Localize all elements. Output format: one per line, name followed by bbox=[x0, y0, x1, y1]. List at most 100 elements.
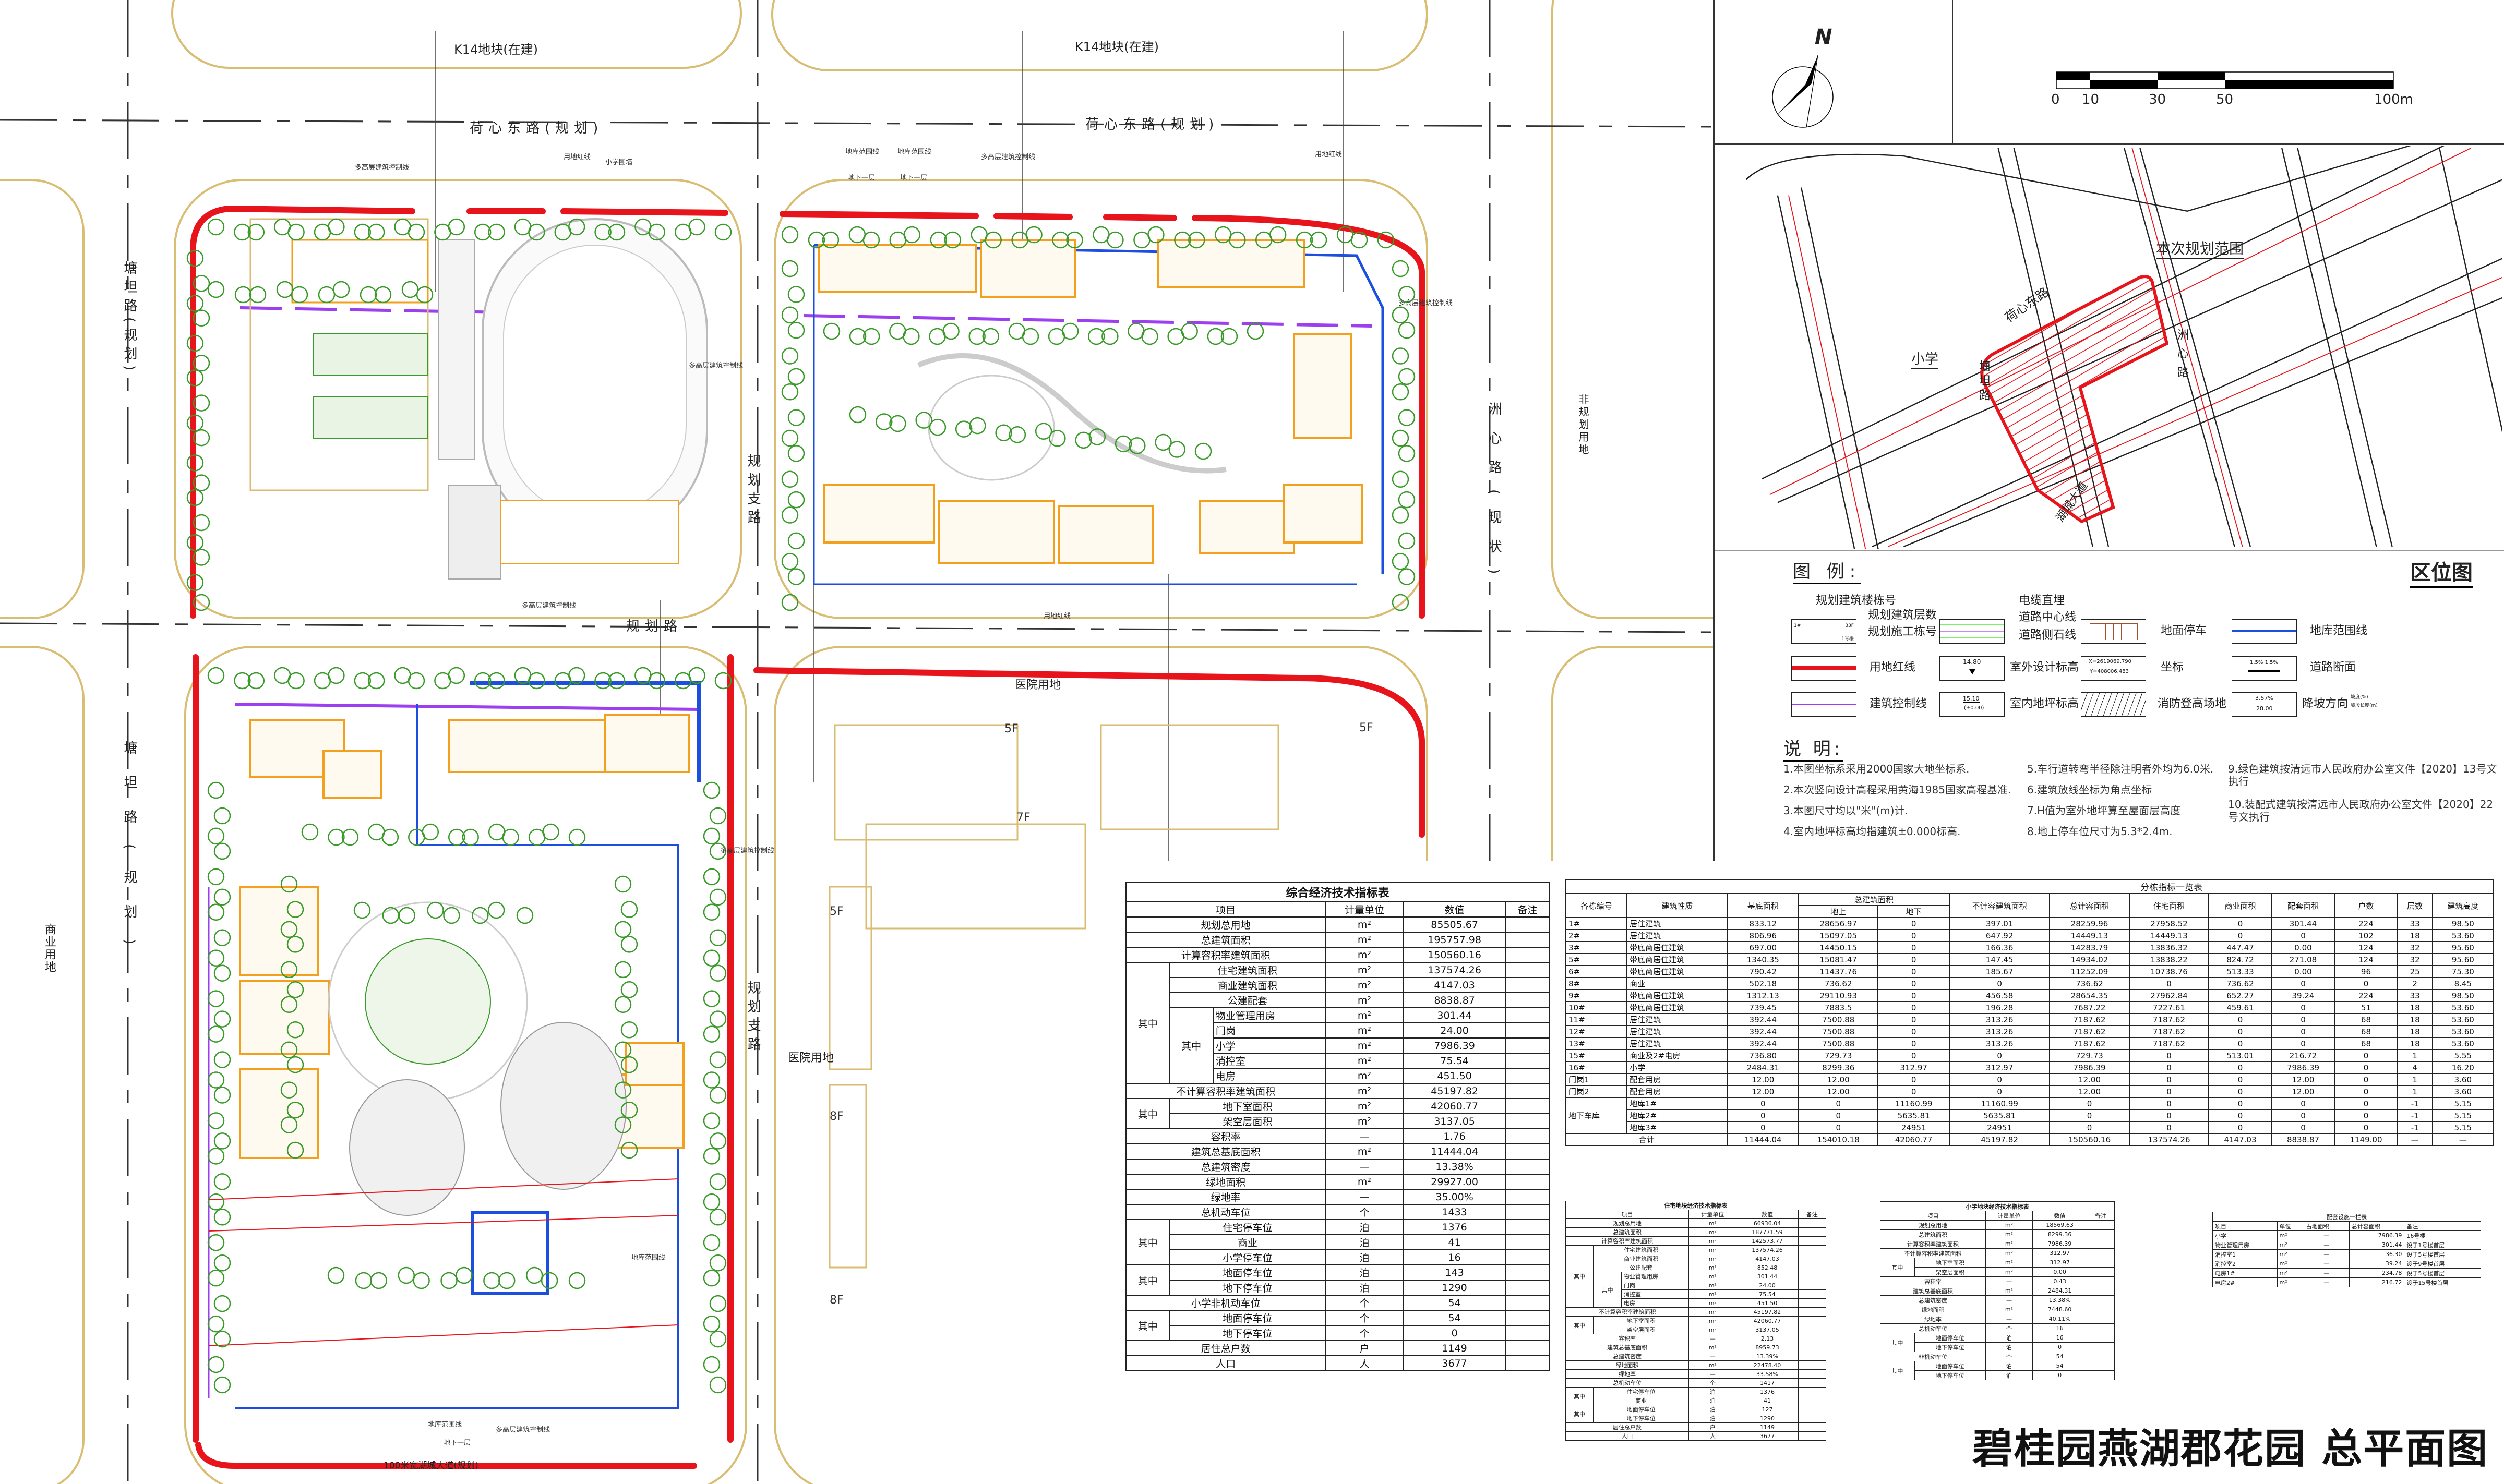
tree-icon bbox=[354, 672, 372, 690]
table-cell: 设于5号楼首层 bbox=[2404, 1249, 2481, 1259]
table-cell: 总建筑密度 bbox=[1880, 1295, 1986, 1305]
tree-icon bbox=[1133, 231, 1151, 249]
table-cell: 41 bbox=[1736, 1396, 1799, 1405]
table-cell: m² bbox=[1325, 1143, 1404, 1160]
tree-icon bbox=[709, 1376, 727, 1394]
table-cell: 电房 bbox=[1212, 1068, 1326, 1084]
table-cell: 其中 bbox=[1880, 1258, 1915, 1277]
table-cell: 24.00 bbox=[1736, 1281, 1799, 1290]
tree-icon bbox=[614, 1041, 632, 1058]
table-cell: 0 bbox=[2208, 1013, 2272, 1026]
table-cell: 451.50 bbox=[1403, 1068, 1506, 1084]
tree-icon bbox=[193, 394, 210, 412]
east-block bbox=[1551, 0, 1717, 619]
table-cell bbox=[1505, 1310, 1550, 1326]
table-cell: 7500.88 bbox=[1798, 1025, 1879, 1038]
table-cell: 个 bbox=[1325, 1204, 1404, 1220]
table-cell: 各栋编号 bbox=[1565, 893, 1628, 918]
table-cell: 不计容建筑面积 bbox=[1948, 893, 2051, 918]
table-cell: 消控室1 bbox=[2212, 1249, 2278, 1259]
tree-icon bbox=[614, 1116, 632, 1133]
table-cell: 11444.04 bbox=[1403, 1143, 1506, 1160]
table-cell: 0 bbox=[2271, 1013, 2335, 1026]
table-cell: 2484.31 bbox=[1727, 1061, 1800, 1074]
table-cell: 0 bbox=[2334, 1061, 2398, 1074]
floor-count-label: 8F bbox=[830, 1294, 844, 1307]
table-cell: 小学 bbox=[2212, 1230, 2278, 1240]
tree-icon bbox=[1398, 368, 1416, 385]
tree-icon bbox=[709, 1051, 727, 1068]
table-cell: 物业管理用房 bbox=[2212, 1240, 2278, 1250]
table-cell: 3137.05 bbox=[1403, 1113, 1506, 1129]
table-cell: 10# bbox=[1565, 1001, 1628, 1014]
tree-icon bbox=[703, 1193, 721, 1211]
table-cell: 301.44 bbox=[2271, 917, 2335, 930]
table-cell: 电房2# bbox=[2212, 1277, 2278, 1287]
table-cell: m² bbox=[1688, 1218, 1737, 1228]
table-cell: -1 bbox=[2397, 1109, 2433, 1122]
table-cell: 数值 bbox=[1403, 901, 1506, 918]
table-cell bbox=[1505, 947, 1550, 963]
table-cell: 7986.39 bbox=[2049, 1061, 2130, 1074]
table-cell: m² bbox=[1688, 1263, 1737, 1272]
table-cell: 11160.99 bbox=[1948, 1097, 2051, 1110]
table-cell: m² bbox=[2277, 1259, 2304, 1269]
tree-icon bbox=[781, 226, 799, 244]
legend-item-label: 降坡方向 bbox=[2302, 697, 2349, 710]
table-header-row: 各栋编号建筑性质基底面积总建筑面积不计容建筑面积总计容面积住宅面积商业面积配套面… bbox=[1565, 893, 2495, 918]
legend-item-label: 道路侧石线 bbox=[2019, 629, 2077, 642]
tree-icon bbox=[286, 1056, 304, 1073]
tree-icon bbox=[213, 1254, 231, 1272]
tree-symbols bbox=[186, 218, 1416, 1394]
table-cell bbox=[1505, 1098, 1550, 1114]
table-cell bbox=[1505, 1204, 1550, 1220]
tree-icon bbox=[422, 823, 439, 841]
tree-icon bbox=[193, 429, 210, 447]
table-cell bbox=[1505, 1234, 1550, 1250]
tree-icon bbox=[408, 223, 425, 241]
table-cell: 0 bbox=[2334, 1121, 2398, 1134]
tree-icon bbox=[483, 1272, 500, 1289]
tree-icon bbox=[247, 672, 265, 690]
tree-icon bbox=[213, 1209, 231, 1226]
table-cell: m² bbox=[1688, 1227, 1737, 1237]
tree-icon bbox=[287, 223, 305, 241]
table-row: 容积率—0.43 bbox=[1880, 1276, 2115, 1286]
tree-icon bbox=[1101, 328, 1119, 345]
table-cell: 0 bbox=[2271, 977, 2335, 990]
table-cell: 地库3# bbox=[1626, 1121, 1728, 1134]
tree-icon bbox=[688, 218, 705, 236]
table-cell bbox=[1798, 1236, 1827, 1246]
legend-item-label: 道路断面 bbox=[2310, 661, 2356, 674]
table-cell: 28656.97 bbox=[1798, 917, 1879, 930]
tree-icon bbox=[1398, 568, 1416, 585]
building-1 bbox=[818, 244, 977, 293]
table-cell bbox=[1798, 1334, 1827, 1343]
table-cell: 户 bbox=[1325, 1340, 1404, 1356]
tree-icon bbox=[709, 1087, 727, 1104]
table-cell: 3# bbox=[1565, 941, 1628, 954]
building-5 bbox=[1293, 333, 1352, 439]
tree-icon bbox=[568, 1272, 586, 1289]
table-cell: 0 bbox=[1798, 1097, 1879, 1110]
table-cell: 0 bbox=[2208, 1037, 2272, 1050]
table-cell: m² bbox=[2277, 1230, 2304, 1240]
table-cell: 7687.22 bbox=[2049, 1001, 2130, 1014]
table-cell: 33 bbox=[2397, 989, 2433, 1002]
table-cell: — bbox=[1985, 1314, 2033, 1324]
tree-icon bbox=[709, 842, 727, 860]
table-cell: 绿地率 bbox=[1565, 1369, 1690, 1379]
tree-icon bbox=[1392, 347, 1409, 365]
table-cell: 216.72 bbox=[2271, 1049, 2335, 1062]
table-cell bbox=[1505, 932, 1550, 948]
legend-fire-access-symbol bbox=[2081, 692, 2146, 717]
tree-icon bbox=[1392, 306, 1409, 323]
tree-icon bbox=[594, 672, 612, 690]
table-cell bbox=[1798, 1405, 1827, 1414]
tree-icon bbox=[1207, 328, 1225, 345]
